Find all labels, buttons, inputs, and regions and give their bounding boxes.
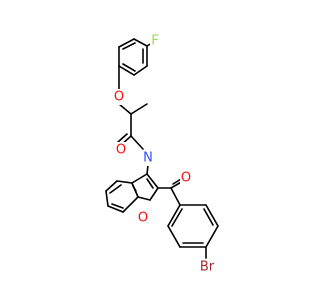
benzofuran-ring-system [105, 173, 159, 213]
svg-text:O: O [114, 90, 124, 105]
svg-text:F: F [151, 34, 158, 49]
svg-text:O: O [181, 171, 191, 186]
atom-label-carbonyl-o: O [115, 142, 127, 158]
svg-text:Br: Br [200, 260, 215, 275]
svg-text:N: N [143, 151, 153, 166]
svg-text:O: O [116, 143, 126, 158]
atom-label-furan-o: O [137, 210, 149, 226]
atom-label-ether-o: O [113, 89, 125, 105]
structure-diagram: F O O N O O Br [105, 34, 219, 275]
atom-label-n: N [142, 150, 155, 166]
atom-label-f: F [150, 34, 161, 50]
bromobenzoyl-group [157, 178, 219, 248]
atom-label-ketone-o: O [180, 170, 192, 186]
svg-text:O: O [138, 211, 148, 226]
molecule-drawing: F O O N O O Br [105, 34, 219, 275]
bond-n-c3 [146, 164, 149, 175]
atom-label-br: Br [198, 259, 216, 275]
propanamide-chain [117, 65, 148, 150]
fluorophenyl-ring [118, 38, 148, 76]
